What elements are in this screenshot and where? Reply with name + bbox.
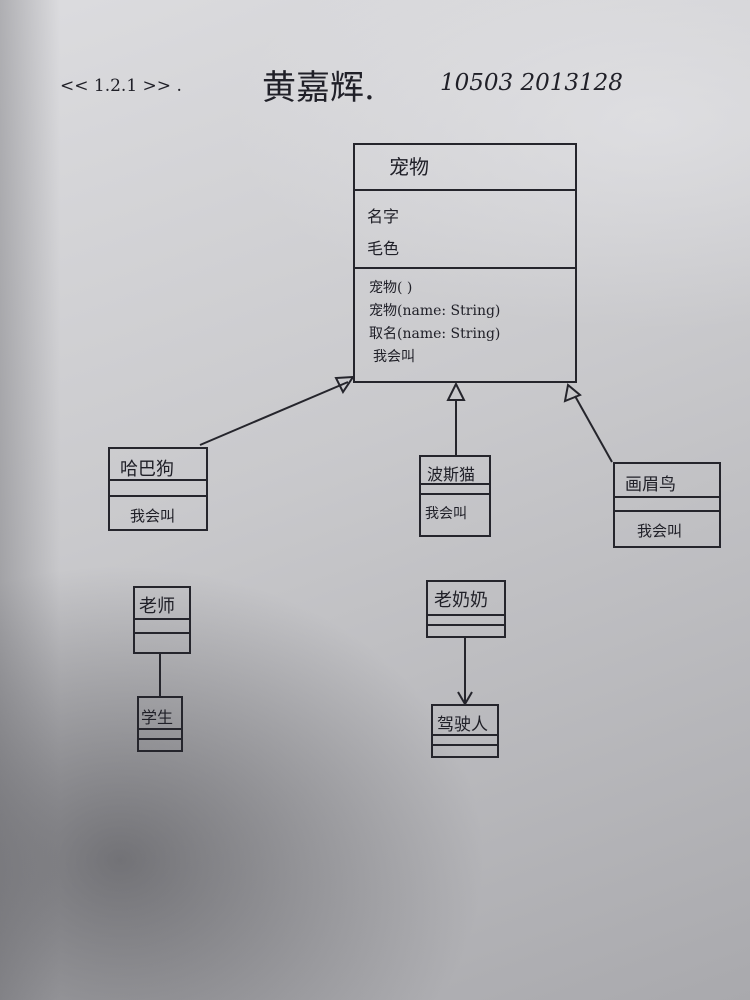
inheritance-arrowhead — [563, 383, 582, 403]
student-id: 10503 2013128 — [440, 70, 623, 96]
class-driver: 驾驶人 — [431, 704, 499, 758]
operation: 我会叫 — [637, 522, 683, 540]
operation: 宠物( ) — [369, 280, 413, 296]
class-husky: 哈巴狗 我会叫 — [108, 447, 208, 531]
class-teacher: 老师 — [133, 586, 191, 654]
operation: 我会叫 — [425, 506, 467, 522]
stereotype-label: << 1.2.1 >> . — [60, 76, 182, 96]
class-name: 哈巴狗 — [120, 459, 174, 480]
class-parrot: 画眉鸟 我会叫 — [613, 462, 721, 548]
class-name: 画眉鸟 — [625, 475, 676, 495]
class-persian-cat: 波斯猫 我会叫 — [419, 455, 491, 537]
attribute: 名字 — [367, 207, 400, 226]
inheritance-arrowhead — [334, 375, 355, 394]
class-name: 宠物 — [389, 155, 429, 179]
inheritance-arrowhead — [446, 381, 466, 401]
operation: 我会叫 — [130, 507, 176, 525]
class-pet: 宠物 名字 毛色 宠物( ) 宠物(name: String) 取名(name:… — [353, 143, 577, 383]
operation: 我会叫 — [373, 349, 415, 365]
attribute: 毛色 — [367, 239, 400, 258]
author-name: 黄嘉辉. — [262, 68, 375, 108]
class-student: 学生 — [137, 696, 183, 752]
class-old-lady: 老奶奶 — [426, 580, 506, 638]
class-name: 老师 — [139, 596, 175, 617]
class-name: 学生 — [141, 708, 174, 727]
operation: 宠物(name: String) — [369, 303, 501, 319]
operation: 取名(name: String) — [369, 326, 501, 342]
class-name: 波斯猫 — [427, 465, 476, 484]
class-name: 老奶奶 — [434, 590, 488, 611]
shadow-overlay — [0, 0, 60, 1000]
class-name: 驾驶人 — [437, 715, 488, 735]
